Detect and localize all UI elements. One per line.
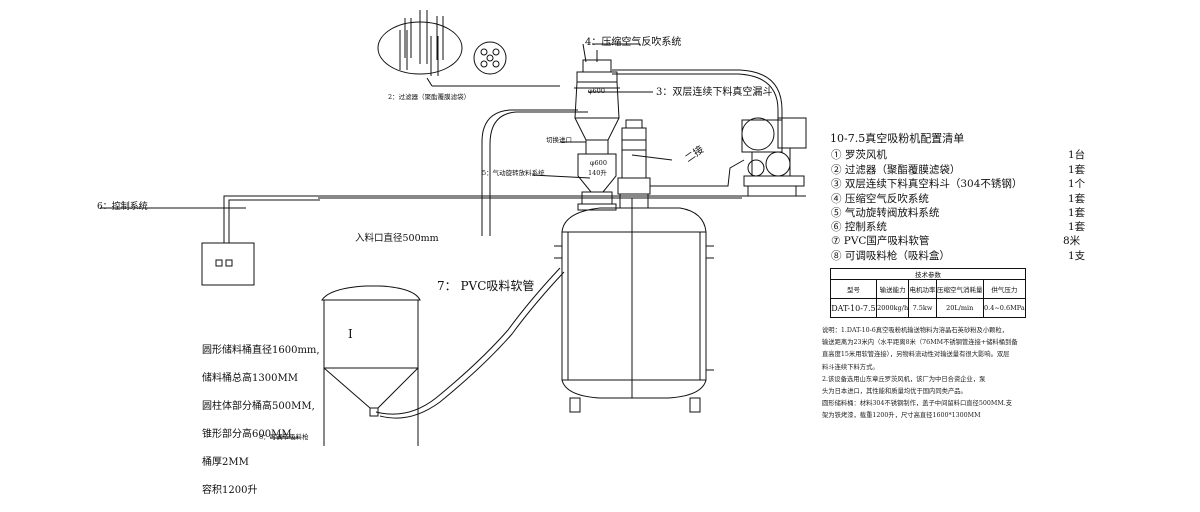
config-qty: 1支: [1068, 250, 1086, 262]
config-qty: 1套: [1068, 164, 1086, 176]
storage-spec: 圆形储料桶直径1600mm, 储料桶总高1300MM 圆柱体部分桶高500MM,…: [202, 330, 320, 512]
tech-param-table: 技术参数 型号 输送能力 电机功率 压缩空气消耗量 供气压力 DAT-10-7.…: [830, 268, 1027, 318]
label-volume-140: 140升: [588, 169, 607, 177]
tech-cell: 7.5kw: [908, 298, 937, 318]
notes-block: 说明：1.DAT-10-6真空吸粉机输送物料为溶晶石英砂粉及小颗粒， 输送距离为…: [822, 327, 1018, 420]
label-compressed-air: 4：压缩空气反吹系统: [585, 37, 682, 48]
roots-blower: [741, 117, 807, 197]
tech-header: 压缩空气消耗量: [935, 279, 984, 299]
equipment-diagram: [100, 10, 807, 446]
spec-line: 锥形部分高600MM: [202, 429, 292, 440]
storage-tank: [321, 267, 565, 446]
spec-line: 储料桶总高1300MM: [202, 373, 298, 384]
tech-cell: 2000kg/h: [875, 298, 910, 318]
tech-cell: 0.4~0.6MPa: [982, 298, 1027, 318]
label-suction-gun: 8：可调节吸料枪: [259, 433, 309, 441]
config-item: ⑧ 可调吸料枪（吸料盒）: [831, 250, 950, 262]
label-diameter-top: φ600: [588, 87, 605, 95]
config-qty: 1台: [1068, 149, 1086, 161]
tech-header: 型号: [830, 279, 877, 299]
label-pvc-hose: 7： PVC吸料软管: [437, 279, 535, 293]
label-feed-port: 切换进口: [546, 136, 572, 144]
config-item: ⑤ 气动旋转阀放料系统: [831, 207, 940, 219]
tech-table-title: 技术参数: [830, 268, 1026, 280]
tech-header: 电机功率: [908, 279, 937, 299]
spec-line: 桶厚2MM: [202, 457, 249, 468]
motor-unit: [617, 119, 651, 209]
filter-bag-sketch: [377, 10, 560, 87]
tech-header: 供气压力: [982, 279, 1027, 299]
label-rotary-valve: 5：气动旋转放料系统: [482, 169, 545, 177]
label-inlet-diameter: 入料口直径500mm: [355, 233, 439, 244]
label-filter: 2：过滤器（聚酯覆膜滤袋）: [388, 93, 471, 101]
control-box: [100, 195, 320, 286]
config-qty: 1套: [1068, 221, 1086, 233]
spec-line: 容积1200升: [202, 485, 258, 496]
label-control-system: 6：控制系统: [97, 202, 148, 212]
config-qty: 1套: [1068, 193, 1086, 205]
spec-line: 圆形储料桶直径1600mm,: [202, 345, 320, 356]
config-list-title: 10-7.5真空吸粉机配置清单: [830, 132, 965, 145]
config-item: ② 过滤器（聚酯覆膜滤袋）: [831, 164, 961, 176]
config-item: ⑥ 控制系统: [831, 221, 887, 233]
config-item: ① 罗茨风机: [831, 149, 887, 161]
tech-cell: 20L/min: [935, 298, 984, 318]
config-qty: 1个: [1068, 178, 1086, 190]
config-qty: 8米: [1063, 235, 1081, 247]
vacuum-hopper: [560, 50, 620, 211]
label-hopper: 3：双层连续下料真空漏斗: [656, 87, 773, 98]
label-diameter-bottom: φ600: [590, 159, 607, 167]
config-item: ④ 压缩空气反吹系统: [831, 193, 929, 205]
config-item: ③ 双层连续下料真空料斗（304不锈钢）: [831, 178, 1023, 190]
config-item: ⑦ PVC国产吸料软管: [831, 235, 930, 247]
config-qty: 1套: [1068, 207, 1086, 219]
tech-cell: DAT-10-7.5: [830, 298, 877, 318]
tech-header: 输送能力: [875, 279, 910, 299]
label-tank-mark: I: [348, 327, 353, 341]
spec-line: 圆柱体部分桶高500MM,: [202, 401, 315, 412]
reaction-vessel: [554, 198, 714, 413]
